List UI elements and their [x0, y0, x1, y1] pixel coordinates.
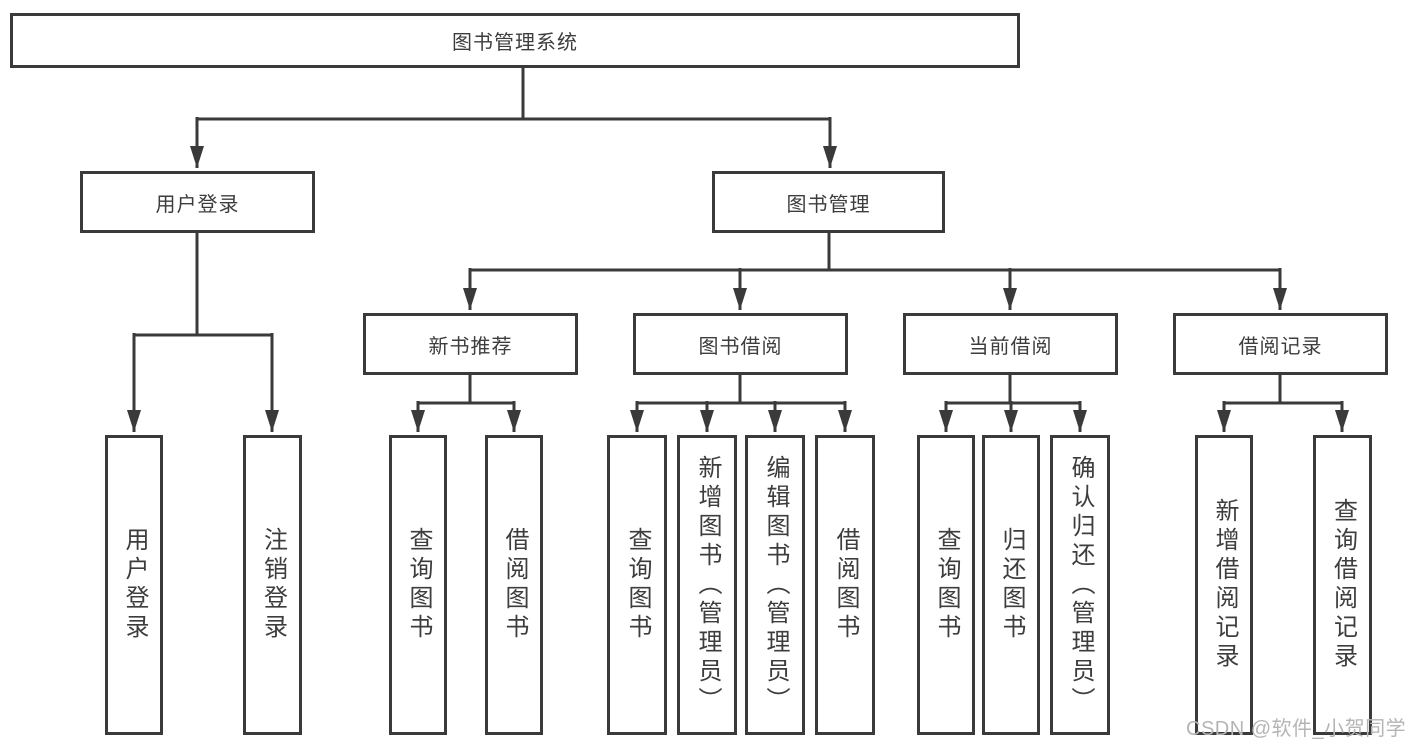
node-book-management: 图书管理	[712, 171, 945, 233]
leaf-query-books-borrow: 查询图书	[607, 435, 667, 735]
connector-book-borrow-children	[630, 375, 852, 432]
node-label: 图书管理	[786, 193, 871, 216]
leaf-borrow-books-recommend: 借阅图书	[485, 435, 543, 735]
node-user-login: 用户登录	[80, 171, 315, 233]
node-library-management-system: 图书管理系统	[10, 13, 1020, 68]
node-label: 归还图书	[998, 527, 1025, 643]
node-label: 图书管理系统	[452, 32, 578, 54]
node-book-borrow: 图书借阅	[633, 313, 848, 375]
connector-current-borrow-children	[939, 375, 1087, 432]
node-label: 当前借阅	[968, 335, 1053, 358]
node-label: 用户登录	[121, 527, 148, 643]
leaf-borrow-books: 借阅图书	[815, 435, 875, 735]
leaf-edit-book-admin: 编辑图书（管理员）	[745, 435, 805, 735]
node-label: 新书推荐	[428, 335, 513, 358]
leaf-logout: 注销登录	[243, 435, 302, 735]
node-label: 图书借阅	[698, 335, 783, 358]
node-label: 查询图书	[933, 527, 960, 643]
leaf-query-borrow-record: 查询借阅记录	[1313, 435, 1372, 735]
leaf-user-login: 用户登录	[105, 435, 163, 735]
leaf-confirm-return-admin: 确认归还（管理员）	[1050, 435, 1110, 735]
leaf-query-books-current: 查询图书	[917, 435, 975, 735]
node-label: 查询图书	[405, 527, 432, 643]
leaf-query-books-recommend: 查询图书	[389, 435, 447, 735]
node-current-borrow: 当前借阅	[903, 313, 1118, 375]
node-label: 注销登录	[259, 527, 287, 643]
connector-user-login-children	[127, 233, 279, 432]
node-label: 编辑图书（管理员）	[762, 454, 789, 716]
node-label: 查询图书	[624, 527, 651, 643]
connector-book-management-children	[463, 233, 1287, 310]
node-label: 查询借阅记录	[1329, 498, 1357, 672]
node-label: 新增借阅记录	[1211, 498, 1238, 672]
node-label: 确认归还（管理员）	[1067, 454, 1094, 716]
connector-borrow-record-children	[1217, 375, 1349, 432]
leaf-add-borrow-record: 新增借阅记录	[1195, 435, 1253, 735]
leaf-add-book-admin: 新增图书（管理员）	[677, 435, 737, 735]
node-new-book-recommend: 新书推荐	[363, 313, 578, 375]
node-label: 借阅图书	[501, 527, 528, 643]
node-label: 借阅图书	[832, 527, 859, 643]
connector-new-book-recommend-children	[411, 375, 521, 432]
node-label: 用户登录	[155, 193, 240, 216]
csdn-watermark: CSDN @软件_小贺同学	[1186, 718, 1405, 740]
connector-root-to-level2	[190, 68, 837, 168]
node-borrow-record: 借阅记录	[1173, 313, 1388, 375]
node-label: 借阅记录	[1238, 335, 1323, 358]
node-label: 新增图书（管理员）	[694, 454, 721, 716]
leaf-return-book: 归还图书	[982, 435, 1040, 735]
